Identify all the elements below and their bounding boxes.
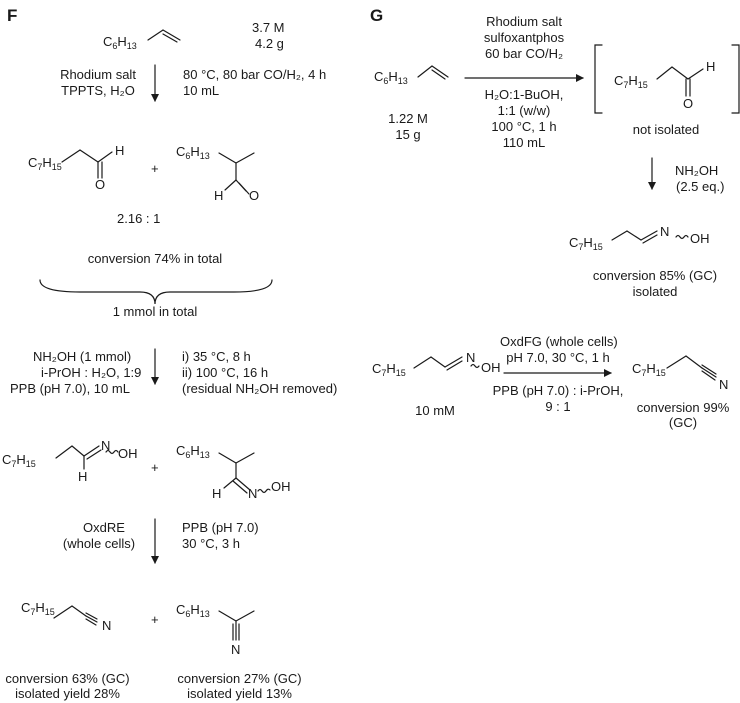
conditions-f-line1: 80 °C, 80 bar CO/H₂, 4 h <box>183 67 327 82</box>
bracket-left <box>594 44 603 114</box>
nitrile-conversion-g: conversion 99% <box>636 400 730 415</box>
conditions-g-line1: Rhodium salt <box>486 14 562 29</box>
formula-c7h15-nitrile-f: C7H15 <box>21 600 55 617</box>
oxime-linear-f <box>55 445 119 470</box>
mass-f: 4.2 g <box>255 36 284 51</box>
atom-h-aldehyde-g: H <box>706 59 716 74</box>
plus-oximes: + <box>151 460 159 475</box>
oxime-reagent-f-line3: PPB (pH 7.0), 10 mL <box>10 381 130 396</box>
product1-conversion: conversion 63% (GC) <box>5 671 130 686</box>
formula-c7h15-oxime-substrate-g: C7H15 <box>372 361 406 378</box>
group-oh-oxime-f: OH <box>118 446 138 461</box>
nitrile-g <box>666 355 717 381</box>
atom-n-oxime-substrate-g: N <box>466 350 476 365</box>
bracket-right <box>731 44 740 114</box>
group-oh-oxime-g: OH <box>690 231 710 246</box>
formula-c7h15-aldehyde-f: C7H15 <box>28 155 62 172</box>
conditions-g-line5: 1:1 (w/w) <box>497 103 551 118</box>
catalyst-f-line2: TPPTS, H₂O <box>61 83 135 98</box>
product2-conversion: conversion 27% (GC) <box>177 671 302 686</box>
panel-label-g: G <box>370 6 384 25</box>
oxime-branched-f <box>218 452 271 494</box>
isomer-ratio: 2.16 : 1 <box>117 211 161 226</box>
catalyst-f-line1: Rhodium salt <box>60 67 136 82</box>
atom-n-nitrile-branched-f: N <box>231 642 241 657</box>
formula-c7h15-oxime-f: C7H15 <box>2 452 36 469</box>
concentration-f: 3.7 M <box>252 20 285 35</box>
formula-c7h15-nitrile-g: C7H15 <box>632 361 666 378</box>
enzyme-g-line4: 9 : 1 <box>545 399 571 414</box>
mmol-total: 1 mmol in total <box>112 304 198 319</box>
nitrile-gc-g: (GC) <box>668 415 698 430</box>
not-isolated: not isolated <box>632 122 700 137</box>
nh2oh-g-line2: (2.5 eq.) <box>676 179 725 194</box>
aldehyde-linear-f <box>61 149 113 179</box>
enzyme-conditions-f-line1: PPB (pH 7.0) <box>182 520 259 535</box>
conversion-total: conversion 74% in total <box>87 251 223 266</box>
conditions-g-line3: 60 bar CO/H₂ <box>484 46 564 61</box>
atom-o-aldehyde-f: O <box>95 177 106 192</box>
formula-c6h13-alkene-f: C6H13 <box>103 34 137 51</box>
formula-c6h13-oxime-branched-f: C6H13 <box>176 443 210 460</box>
oxime-g-substrate <box>413 356 480 371</box>
mass-g: 15 g <box>395 127 421 142</box>
conditions-g-line4: H₂O:1-BuOH, <box>484 87 564 102</box>
enzyme-g-line3: PPB (pH 7.0) : i-PrOH, <box>492 383 624 398</box>
alkene-f <box>147 29 181 43</box>
atom-o-aldehyde-g: O <box>683 96 694 111</box>
atom-n-oxime-g: N <box>660 224 670 239</box>
formula-c6h13-branched-f: C6H13 <box>176 144 210 161</box>
atom-n-nitrile-g: N <box>719 377 729 392</box>
conditions-f-line2: 10 mL <box>183 83 220 98</box>
group-oh-oxime-substrate-g: OH <box>481 360 501 375</box>
product1-yield: isolated yield 28% <box>15 686 120 701</box>
conditions-g-line2: sulfoxantphos <box>483 30 565 45</box>
atom-h-oxime-branched-f: H <box>212 486 222 501</box>
alkene-g <box>417 65 449 80</box>
nitrile-branched-f <box>218 610 255 641</box>
enzyme-conditions-f-line2: 30 °C, 3 h <box>182 536 240 551</box>
group-oh-oxime-branched-f: OH <box>271 479 291 494</box>
oxime-g <box>611 230 689 244</box>
atom-n-nitrile-f: N <box>102 618 112 633</box>
enzyme-g-line1: OxdFG (whole cells) <box>500 334 618 349</box>
plus-aldehydes: + <box>151 161 159 176</box>
oxime-conditions-f-line2: ii) 100 °C, 16 h <box>182 365 269 380</box>
product2-yield: isolated yield 13% <box>187 686 292 701</box>
panel-label-f: F <box>7 6 18 25</box>
formula-c7h15-aldehyde-g: C7H15 <box>614 73 648 90</box>
atom-n-oxime-f: N <box>101 438 111 453</box>
oxime-conditions-f-line1: i) 35 °C, 8 h <box>182 349 251 364</box>
enzyme-f-line1: OxdRE <box>83 520 125 535</box>
atom-o-branched-f: O <box>249 188 260 203</box>
nitrile-linear-f <box>53 605 98 626</box>
formula-c6h13-alkene-g: C6H13 <box>374 69 408 86</box>
formula-c6h13-nitrile-branched-f: C6H13 <box>176 602 210 619</box>
formula-c7h15-oxime-g: C7H15 <box>569 235 603 252</box>
plus-nitriles: + <box>151 612 159 627</box>
oxime-isolated-g: isolated <box>632 284 678 299</box>
atom-h-branched-f: H <box>214 188 224 203</box>
aldehyde-g <box>656 66 704 97</box>
nh2oh-g-line1: NH₂OH <box>675 163 719 178</box>
oxime-concentration-g: 10 mM <box>415 403 455 418</box>
brace <box>39 279 273 305</box>
atom-h-oxime-f: H <box>78 469 88 484</box>
oxime-reagent-f-line1: NH₂OH (1 mmol) <box>33 349 132 364</box>
atom-n-oxime-branched-f: N <box>248 486 258 501</box>
enzyme-f-line2: (whole cells) <box>62 536 136 551</box>
enzyme-g-line2: pH 7.0, 30 °C, 1 h <box>506 350 610 365</box>
oxime-conditions-f-line3: (residual NH₂OH removed) <box>182 381 338 396</box>
aldehyde-branched-f <box>218 152 255 195</box>
oxime-reagent-f-line2: i-PrOH : H₂O, 1:9 <box>41 365 142 380</box>
conditions-g-line7: 110 mL <box>502 135 546 150</box>
atom-h-aldehyde-f: H <box>115 143 125 158</box>
concentration-g: 1.22 M <box>388 111 428 126</box>
conditions-g-line6: 100 °C, 1 h <box>491 119 557 134</box>
oxime-conversion-g: conversion 85% (GC) <box>592 268 718 283</box>
